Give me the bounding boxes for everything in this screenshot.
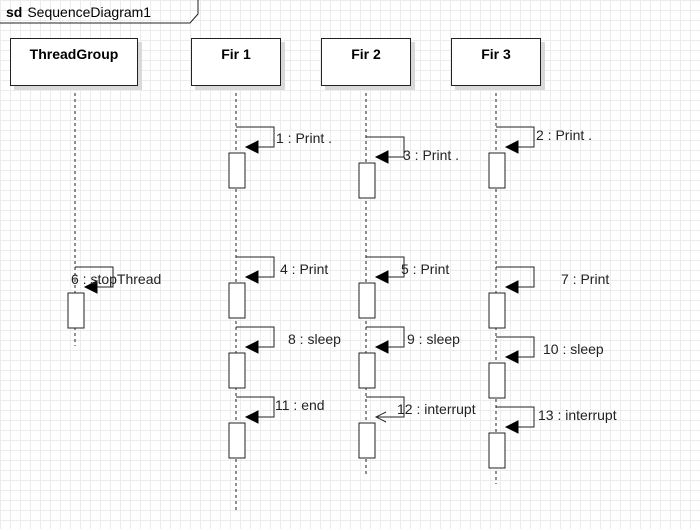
arrowhead-9 <box>374 340 389 354</box>
lifeline-head-threadgroup[interactable]: ThreadGroup <box>10 38 138 86</box>
message-line-2 <box>496 126 535 148</box>
arrowhead-7 <box>504 280 519 294</box>
frame-keyword: sd <box>6 4 23 20</box>
self-message-4 <box>228 256 275 319</box>
message-label-1: 1 : Print . <box>276 130 333 146</box>
message-line-8 <box>236 326 275 348</box>
arrowhead-10 <box>504 350 519 364</box>
self-message-2 <box>488 126 535 189</box>
self-message-3 <box>358 136 405 199</box>
arrowhead-4 <box>244 270 259 284</box>
message-line-11 <box>236 396 275 418</box>
activation-box-7 <box>488 292 506 329</box>
self-message-11 <box>228 396 275 459</box>
activation-box-3 <box>358 162 376 199</box>
frame-tab-outline <box>0 0 199 24</box>
arrowhead-11 <box>244 410 259 424</box>
arrowhead-1 <box>244 140 259 154</box>
message-label-11: 11 : end <box>275 397 325 413</box>
self-message-13 <box>488 406 535 469</box>
lifeline-head-fir-3[interactable]: Fir 3 <box>451 38 541 86</box>
self-message-6 <box>67 266 114 329</box>
lifeline-head-fir-1[interactable]: Fir 1 <box>191 38 281 86</box>
self-message-10 <box>488 336 535 399</box>
arrowhead-8 <box>244 340 259 354</box>
activation-box-8 <box>228 352 246 389</box>
message-label-3: 3 : Print . <box>403 147 460 163</box>
activation-box-5 <box>358 282 376 319</box>
message-line-9 <box>366 326 405 348</box>
message-label-10: 10 : sleep <box>543 341 604 357</box>
self-message-8 <box>228 326 275 389</box>
message-line-12 <box>366 396 405 418</box>
message-line-3 <box>366 136 405 158</box>
activation-box-13 <box>488 432 506 469</box>
activation-box-6 <box>67 292 85 329</box>
message-label-9: 9 : sleep <box>407 331 460 347</box>
arrowhead-13 <box>504 420 519 434</box>
self-message-9 <box>358 326 405 389</box>
message-line-7 <box>496 266 535 288</box>
self-message-12 <box>358 396 405 459</box>
message-label-6: 6 : stopThread <box>71 271 162 287</box>
self-message-5 <box>358 256 405 319</box>
arrowhead-6 <box>83 280 98 294</box>
activation-box-9 <box>358 352 376 389</box>
activation-box-1 <box>228 152 246 189</box>
arrowhead-3 <box>374 150 389 164</box>
frame-title: sd SequenceDiagram1 <box>0 0 151 24</box>
message-label-2: 2 : Print . <box>536 127 593 143</box>
messages-layer <box>67 126 535 469</box>
self-message-7 <box>488 266 535 329</box>
message-line-6 <box>75 266 114 288</box>
frame-name: SequenceDiagram1 <box>27 4 152 20</box>
activation-box-4 <box>228 282 246 319</box>
message-line-10 <box>496 336 535 358</box>
message-label-13: 13 : interrupt <box>538 407 617 423</box>
message-label-4: 4 : Print <box>280 261 329 277</box>
activation-box-11 <box>228 422 246 459</box>
message-label-5: 5 : Print <box>401 261 450 277</box>
message-line-5 <box>366 256 405 278</box>
arrowhead-5 <box>374 270 389 284</box>
message-label-12: 12 : interrupt <box>397 401 476 417</box>
self-message-1 <box>228 126 275 189</box>
activation-box-2 <box>488 152 506 189</box>
activation-box-12 <box>358 422 376 459</box>
activation-box-10 <box>488 362 506 399</box>
lifeline-head-fir-2[interactable]: Fir 2 <box>321 38 411 86</box>
message-label-8: 8 : sleep <box>288 331 341 347</box>
message-line-1 <box>236 126 275 148</box>
message-label-7: 7 : Print <box>561 271 610 287</box>
arrowhead-2 <box>504 140 519 154</box>
message-line-4 <box>236 256 275 278</box>
message-line-13 <box>496 406 535 428</box>
